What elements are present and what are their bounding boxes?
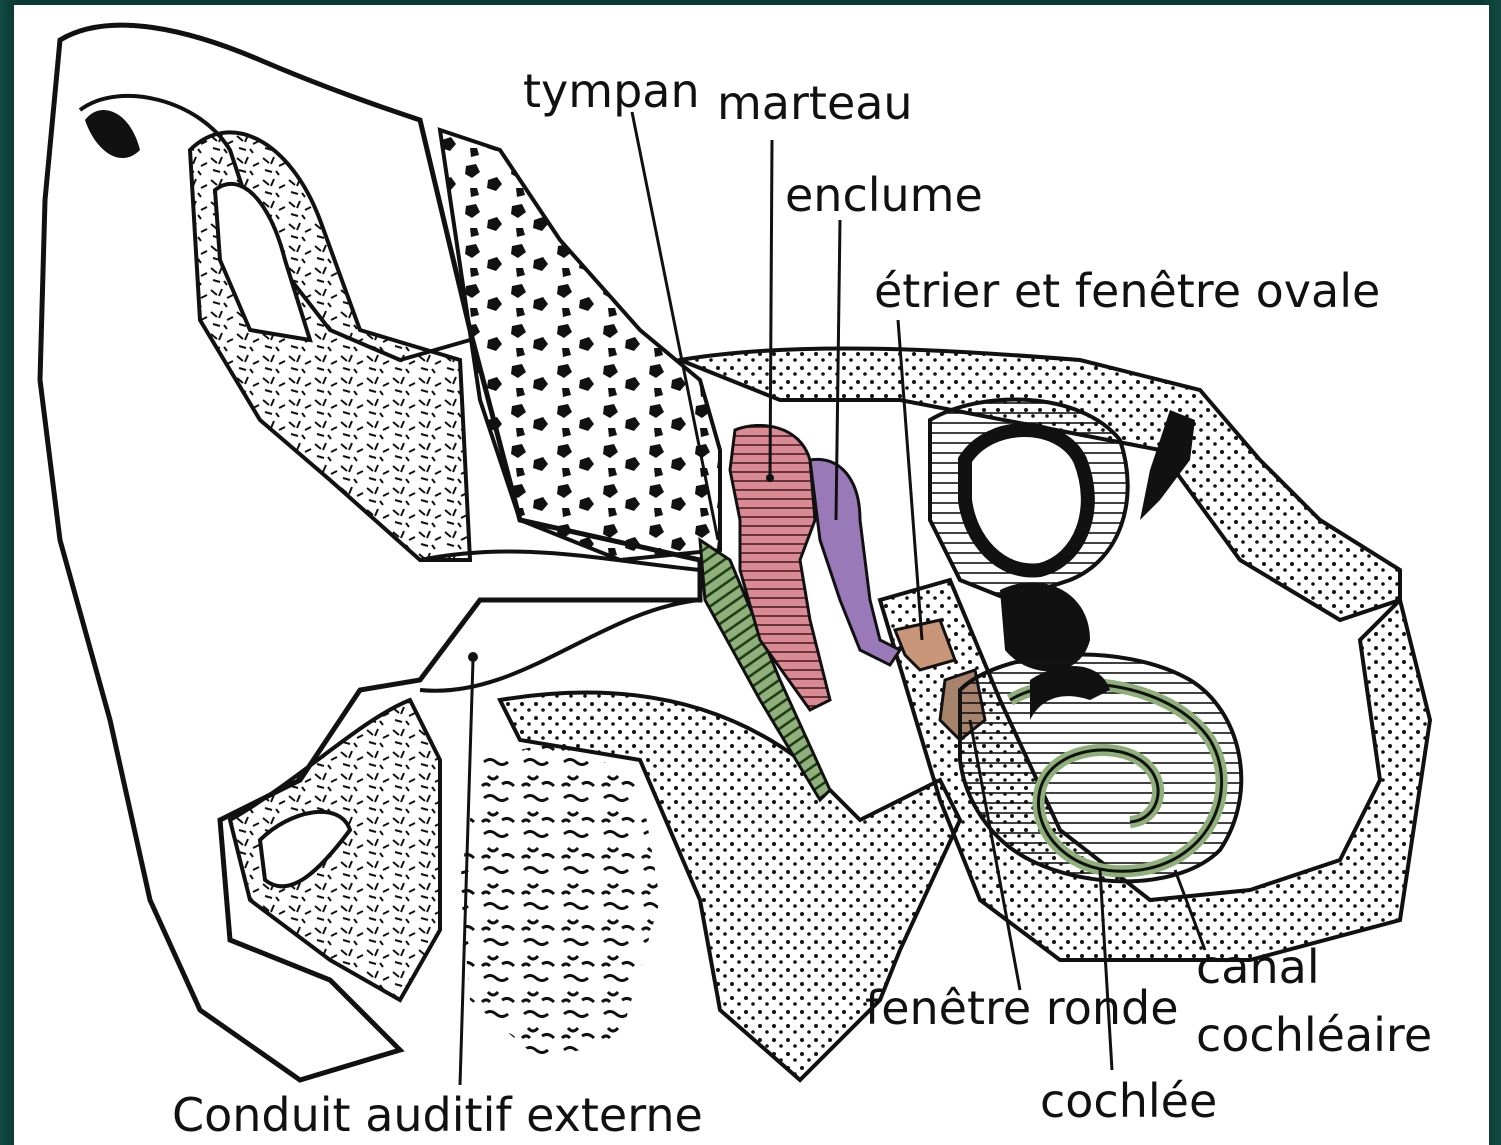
- label-fenetre-ronde: fenêtre ronde: [865, 985, 1179, 1031]
- label-enclume: enclume: [785, 172, 983, 218]
- label-cochleaire: cochléaire: [1196, 1012, 1432, 1058]
- label-canal: canal: [1196, 944, 1320, 990]
- marteau-leader: [770, 140, 772, 480]
- label-etrier-fenetre-ovale: étrier et fenêtre ovale: [874, 268, 1380, 314]
- marteau-dot: [766, 474, 774, 482]
- label-conduit-auditif-externe: Conduit auditif externe: [172, 1092, 703, 1138]
- conduit-leader-dot: [468, 652, 478, 662]
- semicircular-canal-ring: [965, 430, 1088, 570]
- worm-bone-region: [460, 740, 660, 1060]
- incus-anvil: [810, 459, 900, 665]
- label-marteau: marteau: [717, 80, 913, 126]
- label-cochlee: cochlée: [1040, 1078, 1217, 1124]
- label-tympan: tympan: [523, 68, 700, 114]
